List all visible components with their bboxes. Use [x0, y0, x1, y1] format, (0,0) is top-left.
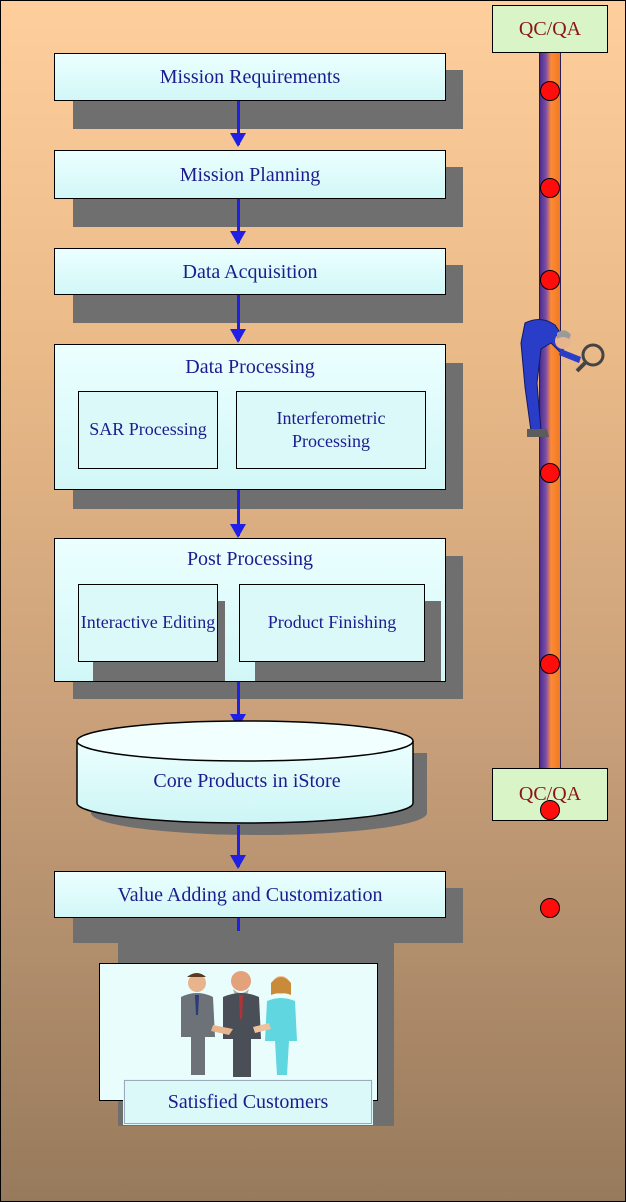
- checkpoint-dot: [540, 81, 560, 101]
- flow-arrow: [230, 101, 246, 147]
- data-processing-label: Data Processing: [185, 356, 315, 378]
- qc-qa-top-label-box: QC/QA: [492, 5, 608, 53]
- core-products-label: Core Products in iStore: [153, 770, 341, 792]
- qc-qa-bottom-label-box: QC/QA: [492, 768, 608, 821]
- mission-requirements-label: Mission Requirements: [159, 66, 341, 88]
- core-products-cylinder: [76, 720, 427, 835]
- checkpoint-dot: [540, 270, 560, 290]
- mission-planning-label: Mission Planning: [179, 163, 321, 186]
- post-processing-label: Post Processing: [186, 548, 314, 570]
- checkpoint-dot: [540, 463, 560, 483]
- checkpoint-dot: [540, 898, 560, 918]
- value-adding-label: Value Adding and Customization: [117, 883, 383, 906]
- checkpoint-dot: [540, 654, 560, 674]
- product-finishing-box: Product Finishing: [239, 584, 425, 662]
- flow-arrow: [230, 490, 246, 538]
- data-acquisition-label: Data Acquisition: [182, 260, 318, 283]
- mission-requirements-box: Mission Requirements: [54, 53, 446, 101]
- qc-qa-top-label: QC/QA: [518, 17, 582, 40]
- flow-arrow: [230, 825, 246, 869]
- inspector-with-magnifier-icon: [520, 319, 605, 437]
- product-finishing-label: Product Finishing: [267, 612, 397, 633]
- value-adding-box: Value Adding and Customization: [54, 871, 446, 918]
- interferometric-processing-box: Interferometric Processing: [236, 391, 426, 469]
- interactive-editing-label: Interactive Editing: [80, 612, 216, 633]
- sar-processing-label: SAR Processing: [89, 419, 207, 440]
- interactive-editing-box: Interactive Editing: [78, 584, 218, 662]
- satisfied-customers-label: Satisfied Customers: [167, 1090, 329, 1113]
- checkpoint-dot: [540, 178, 560, 198]
- satisfied-customers-caption: Satisfied Customers: [123, 1079, 373, 1125]
- data-acquisition-box: Data Acquisition: [54, 248, 446, 295]
- flow-arrow: [230, 295, 246, 343]
- checkpoint-dot: [540, 800, 560, 820]
- qc-qa-bottom-label: QC/QA: [518, 783, 582, 805]
- flow-arrow: [230, 199, 246, 245]
- handshake-people-icon: [181, 971, 297, 1077]
- interferometric-processing-label: Interferometric Processing: [276, 407, 386, 451]
- sar-processing-box: SAR Processing: [78, 391, 218, 469]
- mission-planning-box: Mission Planning: [54, 150, 446, 199]
